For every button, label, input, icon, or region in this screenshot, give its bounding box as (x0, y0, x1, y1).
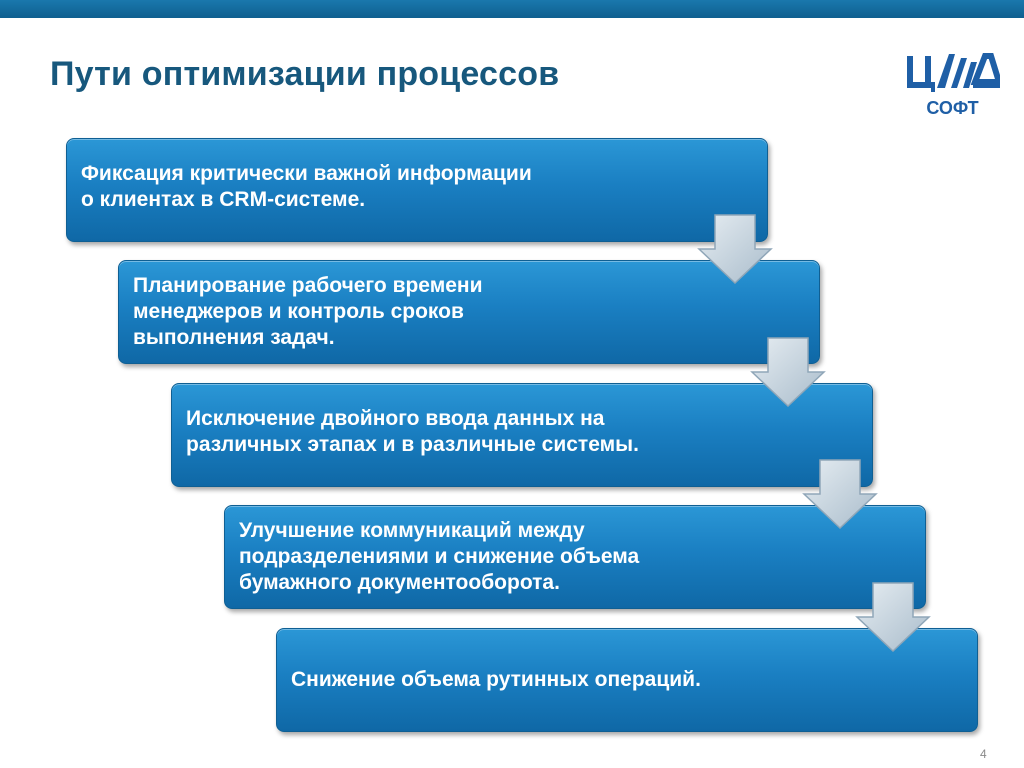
process-step-2: Планирование рабочего времени менеджеров… (118, 260, 820, 364)
step-text-line: бумажного документооборота. (239, 571, 560, 594)
logo-text: СОФТ (926, 98, 979, 118)
step-text-line: менеджеров и контроль сроков (133, 300, 464, 323)
logo-mark-icon (907, 53, 1000, 92)
step-text-line: различных этапах и в различные системы. (186, 433, 639, 456)
step-text-line: подразделениями и снижение объема (239, 545, 640, 568)
company-logo: СОФТ (905, 48, 1000, 120)
process-step-1: Фиксация критически важной информации о … (66, 138, 768, 242)
process-step-3: Исключение двойного ввода данных на разл… (171, 383, 873, 487)
top-accent-bar (0, 0, 1024, 18)
slide-title: Пути оптимизации процессов (50, 55, 560, 93)
step-text-line: Фиксация критически важной информации (81, 162, 532, 185)
step-text-line: Улучшение коммуникаций между (239, 519, 585, 542)
down-arrow-icon (697, 214, 773, 285)
down-arrow-icon (750, 337, 826, 408)
process-step-4: Улучшение коммуникаций между подразделен… (224, 505, 926, 609)
down-arrow-icon (802, 459, 878, 530)
step-text-line: Снижение объема рутинных операций. (291, 668, 701, 691)
step-text-line: Планирование рабочего времени (133, 274, 483, 297)
process-step-5: Снижение объема рутинных операций. (276, 628, 978, 732)
step-text-line: о клиентах в CRM-системе. (81, 188, 366, 211)
step-text-line: Исключение двойного ввода данных на (186, 407, 605, 430)
page-number: 4 (980, 747, 987, 761)
step-text-line: выполнения задач. (133, 326, 335, 349)
down-arrow-icon (855, 582, 931, 653)
